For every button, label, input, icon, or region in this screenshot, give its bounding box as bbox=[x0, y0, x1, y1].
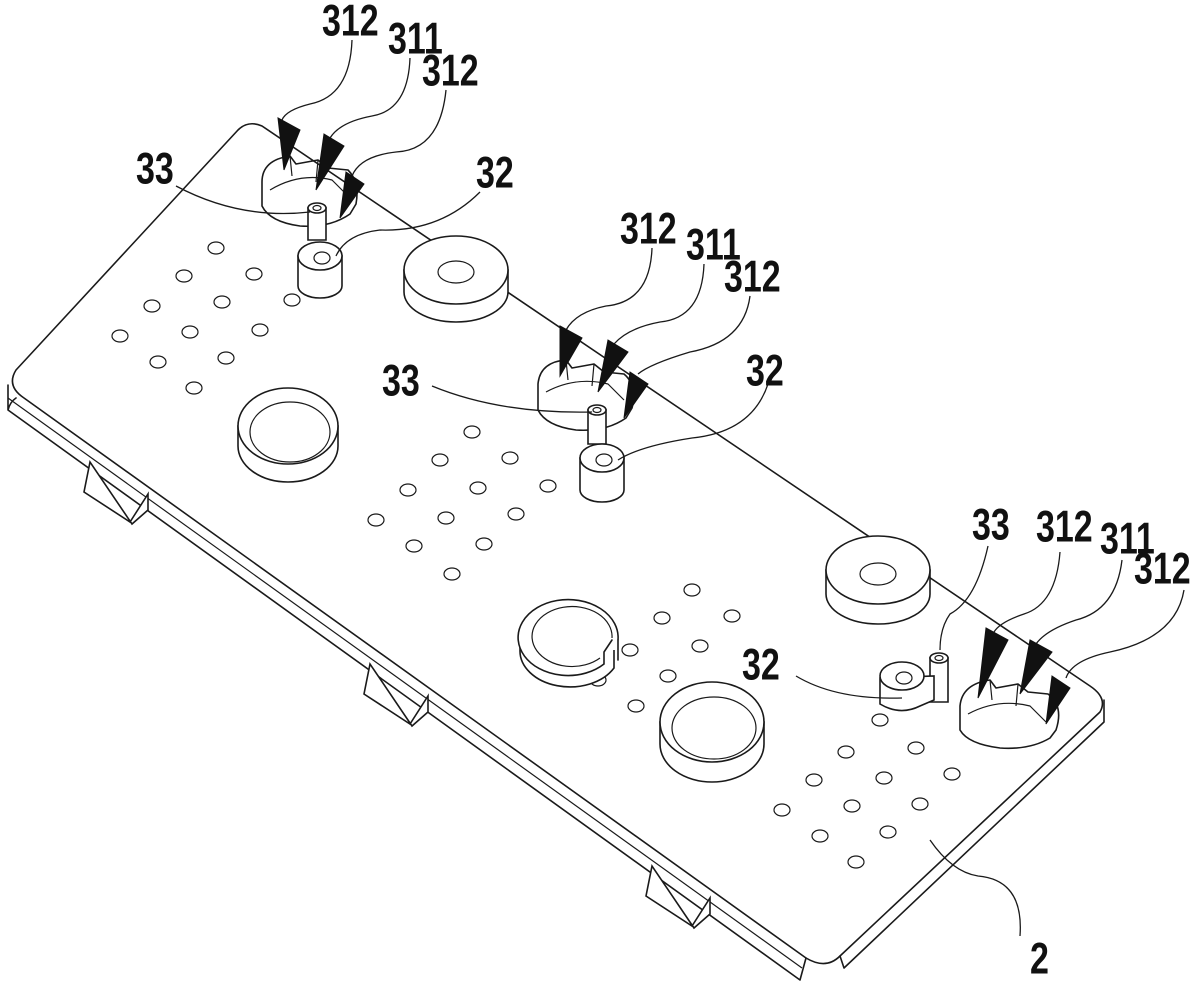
leader-lines bbox=[175, 39, 1185, 937]
label-33: 33 bbox=[972, 500, 1010, 549]
front-tab bbox=[83, 459, 149, 526]
arrowheads bbox=[277, 117, 1071, 725]
label-32: 32 bbox=[476, 148, 514, 197]
hole-grid-right bbox=[773, 713, 961, 869]
plate-front-edge bbox=[7, 384, 807, 981]
label-311: 311 bbox=[388, 14, 443, 63]
hole-grid-center bbox=[367, 425, 557, 581]
hole-grid-left bbox=[111, 241, 301, 395]
plate bbox=[7, 122, 1105, 981]
label-311: 311 bbox=[1100, 514, 1155, 563]
label-312: 312 bbox=[322, 0, 379, 46]
label-32: 32 bbox=[742, 640, 780, 689]
label-312: 312 bbox=[724, 252, 781, 301]
labels: 312 311 312 33 32 312 311 312 33 32 33 3… bbox=[136, 0, 1191, 984]
peg-post-2 bbox=[579, 404, 625, 503]
ring-boss bbox=[237, 387, 339, 483]
peg-post-1 bbox=[297, 202, 343, 299]
front-tab bbox=[645, 863, 711, 930]
plate-edge-seam bbox=[7, 397, 803, 969]
label-312: 312 bbox=[422, 46, 479, 95]
raised-disc-boss bbox=[403, 235, 509, 323]
latch-hole-2 bbox=[537, 359, 635, 432]
label-33: 33 bbox=[136, 144, 174, 193]
label-312: 312 bbox=[620, 204, 677, 253]
label-2: 2 bbox=[1030, 934, 1049, 983]
latch-hole-3 bbox=[959, 679, 1060, 750]
split-ring-boss bbox=[517, 598, 619, 688]
plate-right-edge bbox=[839, 699, 1105, 969]
plate-top-face bbox=[11, 122, 1104, 965]
label-311: 311 bbox=[686, 220, 741, 269]
label-32: 32 bbox=[746, 346, 784, 395]
latch-hole-1 bbox=[261, 155, 358, 228]
peg-post-3 bbox=[879, 652, 949, 712]
raised-disc-boss bbox=[825, 535, 931, 625]
label-312: 312 bbox=[1134, 544, 1191, 593]
label-33: 33 bbox=[382, 356, 420, 405]
label-312: 312 bbox=[1036, 502, 1093, 551]
front-tab bbox=[363, 661, 429, 728]
ring-boss bbox=[659, 681, 765, 783]
